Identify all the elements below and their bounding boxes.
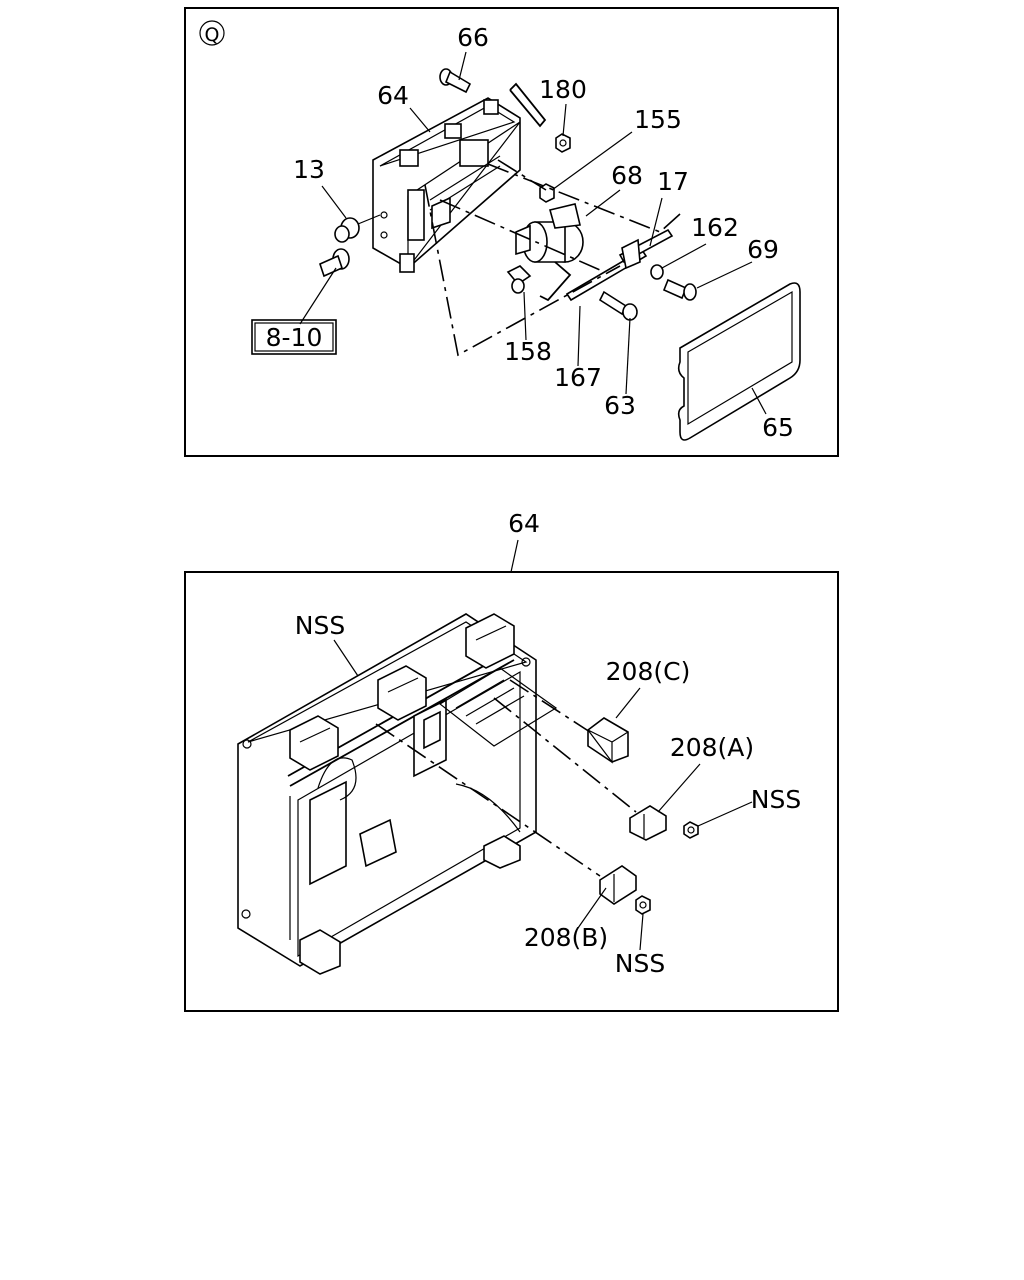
bolt-63 (598, 290, 638, 321)
callout-17: 17 (657, 167, 689, 196)
callout-208b: 208(B) (524, 923, 608, 952)
screw-66 (439, 68, 472, 94)
grommet-13 (334, 214, 381, 243)
callout-64: 64 (377, 81, 409, 110)
callout-208c: 208(C) (606, 657, 691, 686)
relay-208c (587, 717, 629, 764)
callout-nss-right: NSS (751, 785, 801, 814)
callout-162: 162 (691, 213, 739, 242)
fuse-block-1 (289, 715, 339, 771)
control-box-64 (372, 97, 521, 273)
connector-8-10 (319, 248, 350, 278)
assembly-lines-bottom (375, 679, 637, 877)
callout-66: 66 (457, 23, 489, 52)
assembly-lines-top (424, 159, 681, 357)
nut-180 (555, 133, 571, 153)
bottom-title-leader (510, 539, 519, 573)
bolt-69 (662, 278, 697, 301)
callout-158: 158 (504, 337, 552, 366)
nut-nss-a (683, 821, 699, 839)
callout-nss-top: NSS (295, 611, 345, 640)
callout-208a: 208(A) (670, 733, 754, 762)
callout-167: 167 (554, 363, 602, 392)
callout-13: 13 (293, 155, 325, 184)
wire-loop (509, 82, 547, 128)
svg-text:Q: Q (205, 24, 220, 46)
cover-65 (677, 282, 801, 441)
reference-box-8-10[interactable]: 8-10 (251, 319, 337, 355)
shaft-17 (618, 228, 674, 270)
washer-162 (650, 264, 664, 280)
callout-63: 63 (604, 391, 636, 420)
top-view-frame (184, 7, 839, 457)
relay-208a (629, 805, 667, 841)
clip-158 (506, 265, 532, 294)
leader-lines-top (299, 51, 767, 415)
callout-68: 68 (611, 161, 643, 190)
relay-68 (515, 203, 584, 302)
relay-208b (599, 865, 637, 905)
callout-69: 69 (747, 235, 779, 264)
leader-lines-bottom (333, 639, 753, 951)
bottom-title-64: 64 (508, 509, 540, 538)
control-box-detail (237, 613, 558, 975)
callout-155: 155 (634, 105, 682, 134)
nut-nss-b (635, 895, 651, 915)
callout-65: 65 (762, 413, 794, 442)
callout-180: 180 (539, 75, 587, 104)
callout-nss-bottom: NSS (615, 949, 665, 978)
view-marker: Q (199, 20, 225, 46)
fuse-block-2 (377, 665, 427, 721)
bottom-view-frame (184, 571, 839, 1012)
svg-text:8-10: 8-10 (266, 323, 323, 352)
fuse-block-3 (465, 613, 515, 669)
